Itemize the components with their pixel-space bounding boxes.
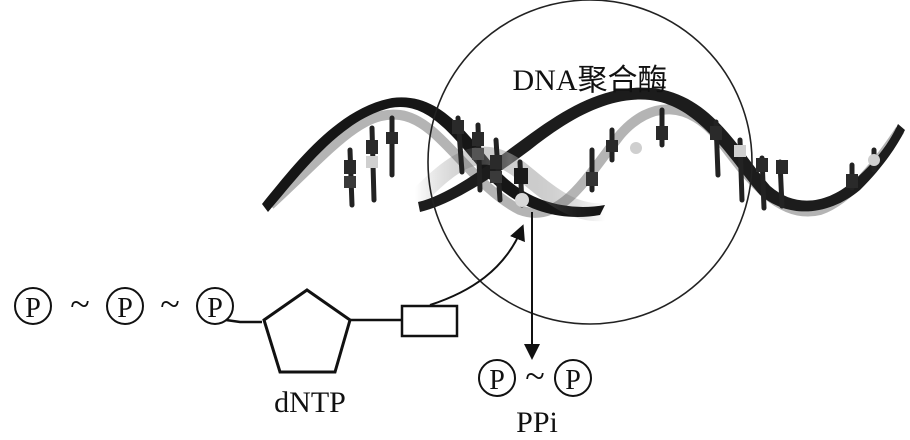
base-block [490, 171, 502, 183]
dna-polymerase: DNA聚合酶 [427, 0, 753, 325]
dna-front-strand-a [262, 97, 605, 217]
base-block [514, 168, 528, 184]
base-block [776, 160, 788, 174]
base-block [630, 142, 642, 154]
base-block [606, 140, 618, 152]
ppi-pyrophosphate: P ~ P PPi [478, 356, 592, 439]
phosphate-symbol: P [25, 293, 41, 324]
dntp-label: dNTP [274, 386, 346, 419]
base-block [490, 155, 502, 169]
phosphate-group: P [14, 287, 52, 325]
base-block [734, 145, 746, 157]
phosphate-sugar-bond [225, 318, 262, 324]
base-block [472, 148, 484, 160]
phosphate-group: P [554, 359, 592, 397]
base-pair [493, 137, 503, 203]
polymerase-circle [427, 0, 753, 325]
base-block [846, 174, 858, 188]
phosphate-group: P [196, 287, 234, 325]
phosphate-group: P [106, 287, 144, 325]
high-energy-bond: ~ [70, 284, 89, 324]
deoxyribose-pentagon [262, 288, 352, 374]
high-energy-bond: ~ [160, 284, 179, 324]
base-block [386, 132, 398, 144]
base-block [452, 120, 464, 134]
base-block [868, 154, 880, 166]
base-block [366, 140, 378, 154]
phosphate-symbol: P [489, 365, 505, 396]
dna-double-helix [262, 87, 905, 222]
phosphate-symbol: P [565, 365, 581, 396]
base-block [586, 172, 598, 186]
base-block [710, 126, 722, 140]
base-block [756, 158, 768, 172]
nitrogenous-base [400, 304, 459, 338]
dna-base-blocks [344, 120, 880, 207]
dntp-molecule: P ~ P ~ P dNTP [14, 284, 459, 419]
phosphate-symbol: P [117, 293, 133, 324]
phosphate-symbol: P [207, 293, 223, 324]
base-block [656, 126, 668, 140]
base-block [515, 193, 529, 207]
base-block [344, 160, 356, 174]
dna-back-strand [266, 104, 905, 218]
base-block [344, 176, 356, 188]
high-energy-bond: ~ [525, 356, 544, 396]
phosphate-group: P [478, 359, 516, 397]
dna-front-strand-b [418, 87, 905, 212]
incorporation-arrow [429, 224, 525, 306]
base-block [366, 156, 378, 168]
base-block [472, 132, 484, 146]
ppi-label: PPi [516, 406, 558, 439]
polymerase-label: DNA聚合酶 [513, 64, 668, 97]
